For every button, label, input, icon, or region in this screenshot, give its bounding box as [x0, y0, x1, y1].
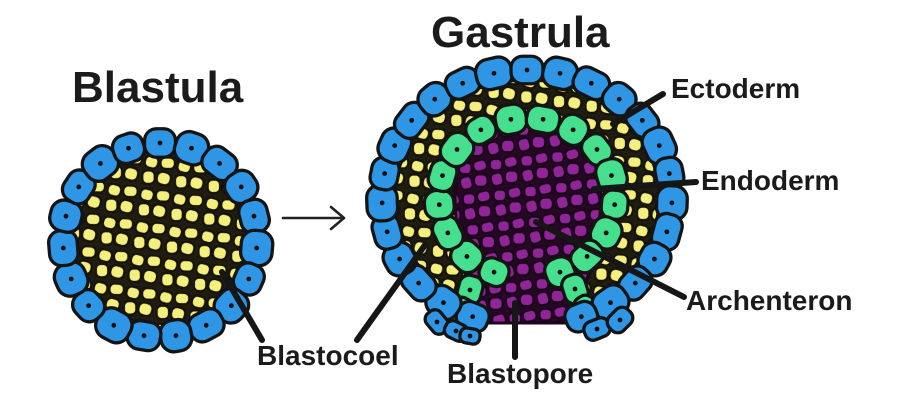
gastrula-figure: [365, 54, 689, 346]
gastrula-ectoderm-ring: [365, 54, 689, 346]
archenteron-pointer-line: [533, 219, 687, 300]
blastopore-label: Blastopore: [447, 358, 594, 389]
blastula-figure: [46, 127, 275, 354]
blastula-blastocoel-pointer-line: [219, 269, 265, 343]
blastula-cell-ring: [46, 127, 275, 354]
gastrula-blastocoel-pointer-line: [354, 242, 428, 343]
blastocoel-label: Blastocoel: [257, 340, 399, 371]
gastrula-title: Gastrula: [431, 8, 610, 57]
right-arrow-icon: [281, 205, 346, 231]
endoderm-label: Endoderm: [701, 165, 840, 196]
blastula-title: Blastula: [72, 63, 244, 112]
endoderm-pointer-line: [591, 179, 699, 192]
archenteron-label: Archenteron: [686, 285, 853, 316]
ectoderm-pointer-line: [610, 91, 666, 127]
ectoderm-label: Ectoderm: [671, 73, 801, 104]
